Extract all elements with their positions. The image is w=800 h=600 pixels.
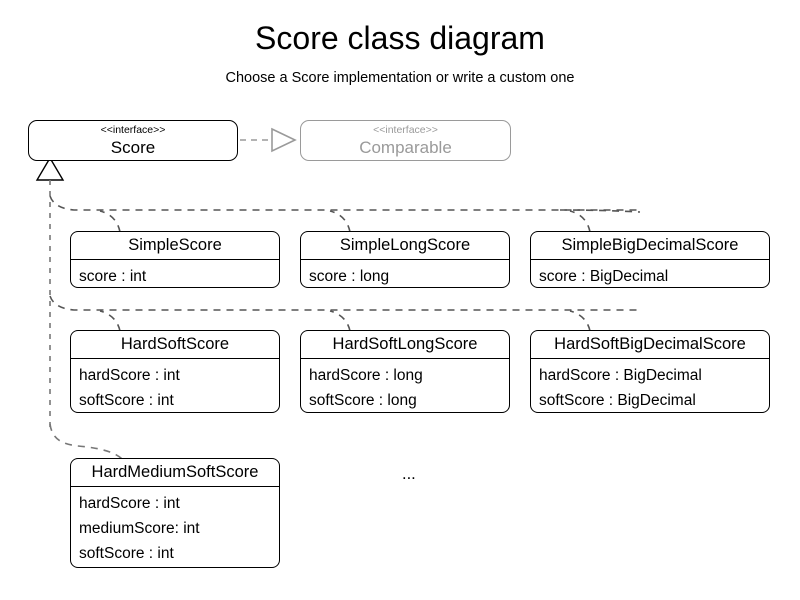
attribute-row: score : long — [309, 268, 390, 285]
realization-arrowhead — [271, 127, 297, 153]
branch-simple-long-score — [329, 210, 351, 233]
class-box-simple-score[interactable]: SimpleScore score : int — [70, 231, 280, 288]
generalization-branches-row2 — [49, 295, 640, 332]
class-attributes: hardScore : int mediumScore: int softSco… — [71, 487, 279, 567]
interface-box-score[interactable]: <<interface>> Score — [28, 120, 238, 161]
attribute-row: score : int — [79, 268, 147, 285]
page-title: Score class diagram — [255, 20, 545, 56]
class-name: SimpleScore — [71, 232, 279, 260]
branch-hardmediumsoft-score — [49, 423, 123, 460]
attribute-row: mediumScore: int — [79, 520, 200, 537]
class-name: HardSoftBigDecimalScore — [531, 331, 769, 359]
class-box-simple-long-score[interactable]: SimpleLongScore score : long — [300, 231, 510, 288]
branch-hardsoft-bigdecimal-score — [569, 310, 591, 332]
class-attributes: score : BigDecimal — [531, 260, 769, 287]
generalization-branches-row1 — [49, 195, 641, 233]
class-name: HardSoftLongScore — [301, 331, 509, 359]
branch-simple-score — [99, 210, 121, 233]
rail-row1-tail — [559, 209, 641, 213]
attribute-row: softScore : int — [79, 392, 174, 409]
class-name: HardSoftScore — [71, 331, 279, 359]
class-attributes: hardScore : BigDecimal softScore : BigDe… — [531, 359, 769, 412]
branch-hardsoft-score — [99, 310, 121, 332]
interface-name: Score — [110, 138, 156, 157]
class-attributes: hardScore : long softScore : long — [301, 359, 509, 412]
attribute-row: softScore : long — [309, 392, 417, 409]
attribute-row: hardScore : int — [79, 367, 180, 384]
stereotype-label: <<interface>> — [100, 124, 166, 136]
class-box-hardsoft-bigdecimal-score[interactable]: HardSoftBigDecimalScore hardScore : BigD… — [530, 330, 770, 413]
attribute-row: hardScore : int — [79, 495, 180, 512]
attribute-row: softScore : int — [79, 545, 174, 562]
attribute-row: softScore : BigDecimal — [539, 392, 696, 409]
generalization-triangle — [35, 156, 65, 181]
stereotype-label: <<interface>> — [373, 124, 438, 136]
class-attributes: score : int — [71, 260, 279, 287]
class-box-hardsoft-score[interactable]: HardSoftScore hardScore : int softScore … — [70, 330, 280, 413]
page-subtitle: Choose a Score implementation or write a… — [225, 70, 575, 86]
realization-score-to-comparable — [240, 127, 297, 153]
branch-simple-bigdecimal-score — [569, 210, 591, 233]
attribute-row: hardScore : BigDecimal — [539, 367, 702, 384]
class-attributes: hardScore : int softScore : int — [71, 359, 279, 412]
class-name: SimpleLongScore — [301, 232, 509, 260]
rail-row1 — [49, 195, 640, 211]
class-attributes: score : long — [301, 260, 509, 287]
class-name: HardMediumSoftScore — [71, 459, 279, 487]
interface-box-comparable[interactable]: <<interface>> Comparable — [300, 120, 511, 161]
attribute-row: hardScore : long — [309, 367, 423, 384]
rail-row2 — [49, 295, 640, 311]
more-implementations-ellipsis: ... — [402, 465, 416, 483]
branch-hardsoft-long-score — [329, 310, 351, 332]
interface-name: Comparable — [359, 138, 452, 157]
class-box-simple-bigdecimal-score[interactable]: SimpleBigDecimalScore score : BigDecimal — [530, 231, 770, 288]
attribute-row: score : BigDecimal — [539, 268, 669, 285]
class-box-hardmediumsoft-score[interactable]: HardMediumSoftScore hardScore : int medi… — [70, 458, 280, 568]
class-name: SimpleBigDecimalScore — [531, 232, 769, 260]
class-box-hardsoft-long-score[interactable]: HardSoftLongScore hardScore : long softS… — [300, 330, 510, 413]
